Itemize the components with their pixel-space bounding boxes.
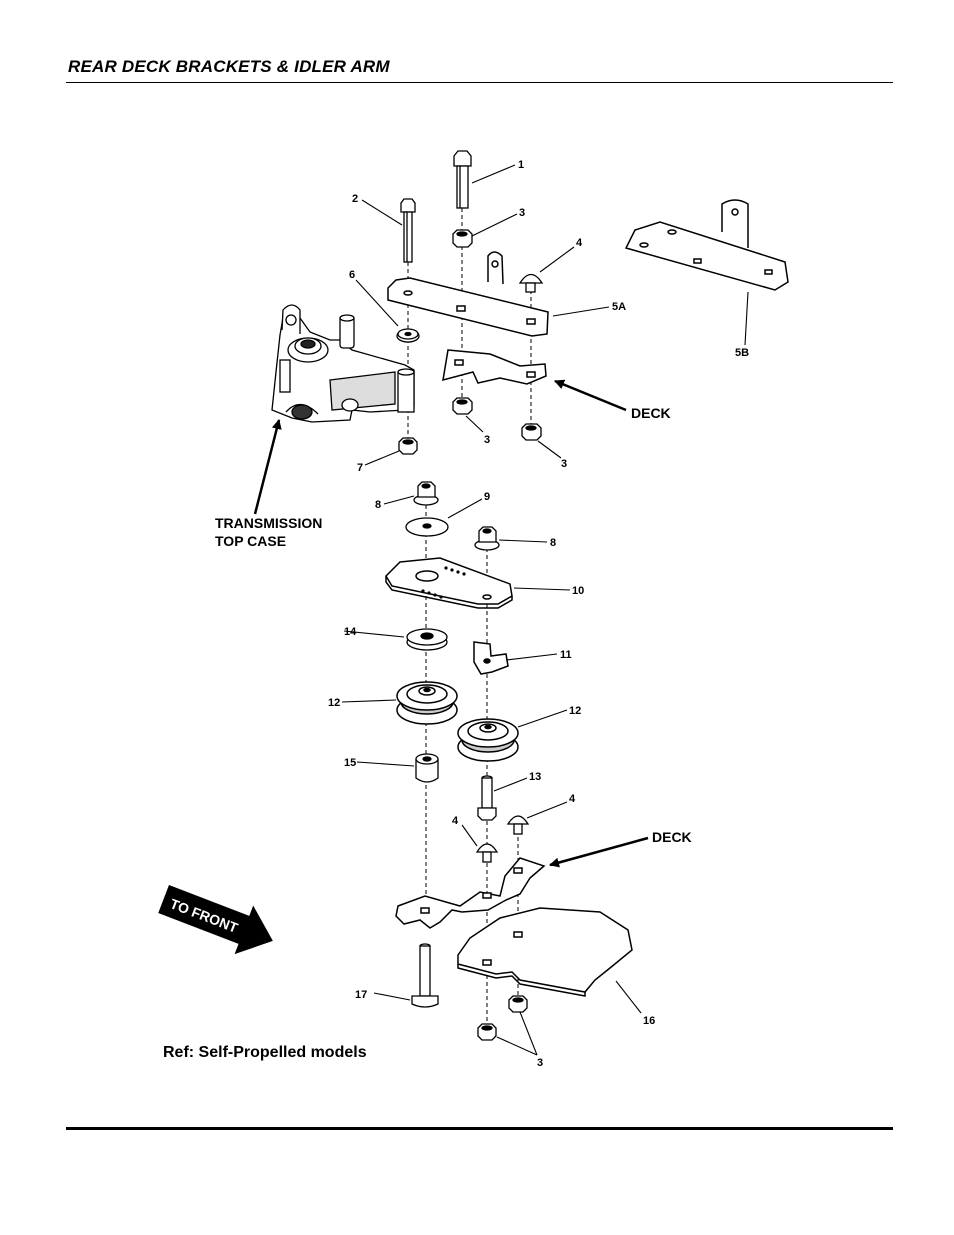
- callout-14: 14: [344, 626, 357, 638]
- callout-2: 2: [352, 193, 358, 205]
- transmission-top-case: [271, 304, 415, 423]
- part-4-carriage-bolt: [506, 815, 530, 835]
- part-3-nut: [508, 995, 528, 1013]
- callout-6: 6: [349, 269, 355, 281]
- part-17-bolt: [411, 943, 439, 1008]
- lower-deck-plate: [395, 857, 546, 929]
- part-2-bolt: [400, 198, 416, 263]
- callout-17: 17: [355, 989, 367, 1001]
- callout-4: 4: [452, 815, 459, 827]
- transmission-label: TRANSMISSION: [215, 515, 322, 531]
- deck-label-lower: DECK: [652, 829, 692, 845]
- callout-4: 4: [569, 793, 576, 805]
- callout-16: 16: [643, 1015, 655, 1027]
- part-6-washer: [396, 328, 420, 343]
- page-title: REAR DECK BRACKETS & IDLER ARM: [68, 57, 390, 76]
- part-13-shoulder-bolt: [477, 775, 497, 821]
- pointer-arrows: [253, 379, 649, 868]
- part-3-nut: [521, 423, 542, 441]
- callout-3: 3: [519, 207, 525, 219]
- upper-deck-plate: [442, 349, 547, 385]
- part-4-carriage-bolt: [518, 273, 544, 293]
- part-12-pulley: [396, 681, 458, 725]
- callout-13: 13: [529, 771, 541, 783]
- callout-5b: 5B: [735, 347, 749, 359]
- part-16-plate: [457, 907, 633, 997]
- transmission-label-line2: TOP CASE: [215, 533, 286, 549]
- part-11-bracket: [473, 641, 509, 675]
- deck-label-upper: DECK: [631, 405, 671, 421]
- part-10-idler-arm: [385, 557, 513, 609]
- part-3-nut: [477, 1023, 497, 1041]
- part-9-washer: [405, 517, 449, 537]
- callout-8: 8: [375, 499, 381, 511]
- part-8-flange-nut: [413, 481, 439, 506]
- part-5b-bracket: [624, 199, 789, 291]
- reference-note: Ref: Self-Propelled models: [163, 1044, 367, 1061]
- part-5a-bracket: [387, 251, 549, 337]
- callout-8: 8: [550, 537, 556, 549]
- callout-3: 3: [561, 458, 567, 470]
- part-12-pulley: [457, 718, 519, 762]
- callout-12: 12: [569, 705, 581, 717]
- part-8-flange-nut: [474, 526, 500, 551]
- part-4-carriage-bolt: [475, 843, 499, 863]
- callout-4: 4: [576, 237, 583, 249]
- part-3-nut: [452, 397, 473, 415]
- header-rule: [66, 82, 893, 83]
- callout-leaders: [341, 164, 749, 1056]
- part-3-nut: [452, 229, 473, 248]
- callout-9: 9: [484, 491, 490, 503]
- callout-1: 1: [518, 159, 524, 171]
- to-front-arrow: TO FRONT: [158, 885, 273, 955]
- callout-5a: 5A: [612, 301, 626, 313]
- callout-numbers: 1 2 3 4 6 5A 5B 3 3 7 8 9 8 10 14 11 12 …: [328, 159, 749, 1069]
- part-14-spacer: [406, 628, 448, 651]
- part-15-spacer: [415, 753, 439, 783]
- part-7-nut: [398, 437, 418, 455]
- callout-7: 7: [357, 462, 363, 474]
- part-1-bolt: [453, 150, 472, 209]
- callout-3: 3: [484, 434, 490, 446]
- callout-3: 3: [537, 1057, 543, 1069]
- callout-11: 11: [560, 649, 572, 661]
- callout-15: 15: [344, 757, 356, 769]
- callout-10: 10: [572, 585, 584, 597]
- callout-12: 12: [328, 697, 340, 709]
- footer-rule: [66, 1127, 893, 1130]
